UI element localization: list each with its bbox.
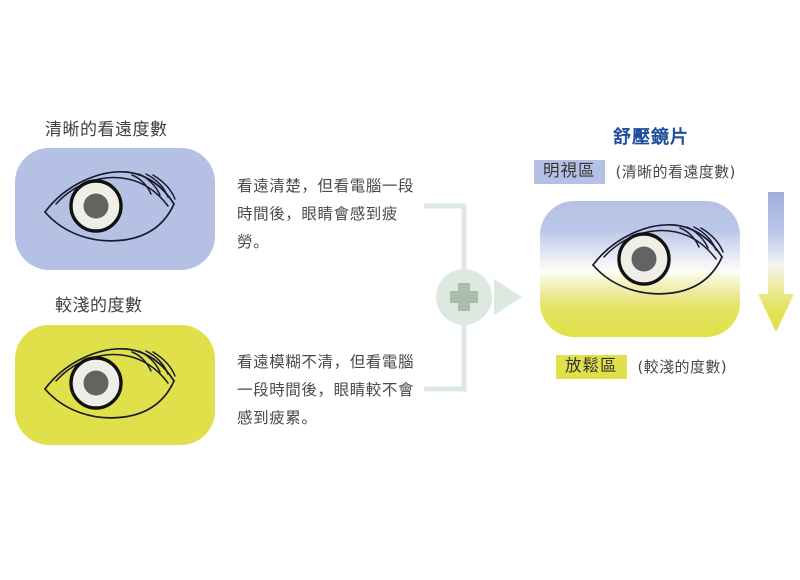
zone-relax-row: 放鬆區 (較淺的度數) [556,355,727,379]
arrow-right-icon [494,279,522,315]
status-badge-relax-zone: 放鬆區 [556,355,627,379]
zone-relax-note: (較淺的度數) [637,358,728,377]
clear-vision-description: 看遠清楚，但看電腦一段時間後，眼睛會感到疲勞。 [237,177,415,251]
low-power-caption: 較淺的度數 [55,296,143,316]
plus-icon [450,283,478,311]
clear-vision-caption: 清晰的看遠度數 [45,120,168,140]
status-badge-clear-zone: 明視區 [534,160,605,184]
page-title: 舒壓鏡片 [613,127,689,148]
eye-icon [40,168,190,254]
low-power-description: 看遠模糊不清，但看電腦一段時間後，眼睛較不會感到疲累。 [237,353,415,427]
connector-group [418,195,530,400]
zone-clear-row: 明視區 (清晰的看遠度數) [534,160,736,184]
eye-icon [588,221,738,307]
arrow-down-icon [756,190,796,338]
eye-icon [40,345,190,431]
zone-clear-note: (清晰的看遠度數) [615,163,736,182]
